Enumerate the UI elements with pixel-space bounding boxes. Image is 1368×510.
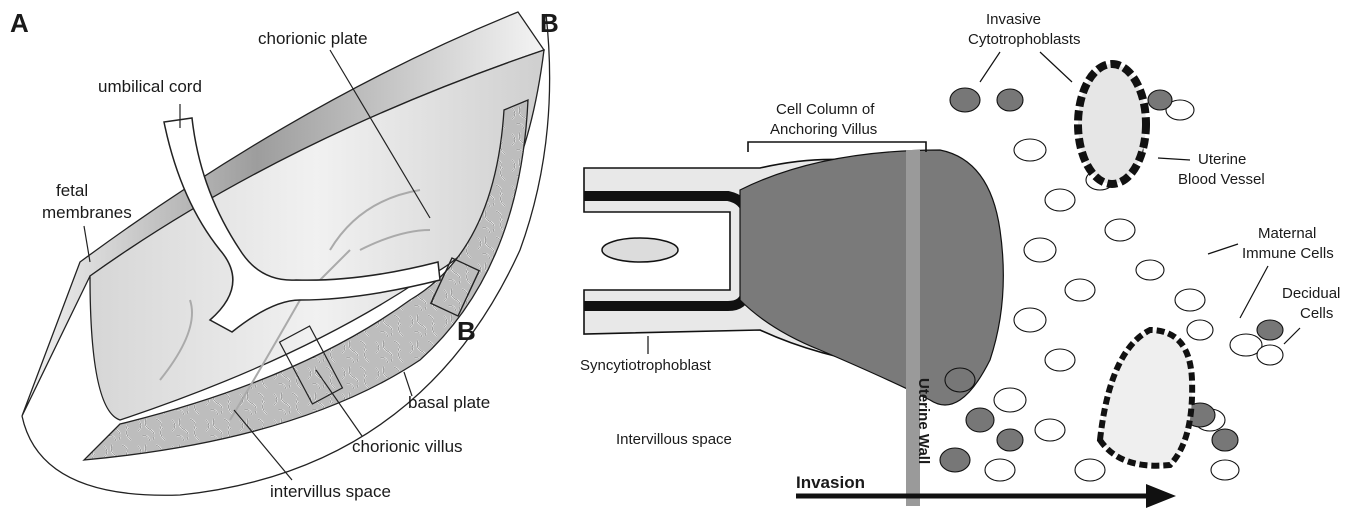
inset-b-letter: B — [457, 316, 476, 346]
label-uterine-wall: Uterine Wall — [915, 378, 932, 464]
label-decidual-1: Decidual — [1282, 285, 1340, 302]
fetal-capillary — [602, 238, 678, 262]
label-umbilical-cord: umbilical cord — [98, 77, 202, 96]
label-uterine-vessel-1: Uterine — [1198, 151, 1246, 168]
label-chorionic-plate: chorionic plate — [258, 29, 368, 48]
leader-decidual — [1284, 328, 1300, 344]
leader-invasive-a — [980, 52, 1000, 82]
panel-a-letter: A — [10, 8, 29, 38]
panel-b: B — [540, 8, 1340, 508]
label-intervillous-space: Intervillous space — [616, 431, 732, 448]
label-fetal-2: membranes — [42, 203, 132, 222]
label-maternal-2: Immune Cells — [1242, 245, 1334, 262]
invasion-arrowhead — [1146, 484, 1176, 508]
label-chorionic-villus: chorionic villus — [352, 437, 463, 456]
leader-maternal-2 — [1240, 266, 1268, 318]
label-syncytio: Syncytiotrophoblast — [580, 357, 712, 374]
label-intervillus-space: intervillus space — [270, 482, 391, 501]
label-maternal-1: Maternal — [1258, 225, 1316, 242]
uterine-blood-vessel — [1078, 64, 1146, 184]
label-cell-column-1: Cell Column of — [776, 101, 875, 118]
label-fetal-1: fetal — [56, 181, 88, 200]
leader-uterine-vessel — [1158, 158, 1190, 160]
leader-invasive-b — [1040, 52, 1072, 82]
label-cell-column-2: Anchoring Villus — [770, 121, 877, 138]
panel-a: A chorionic plate umbilical cord fetal m… — [10, 8, 550, 501]
label-invasive-1: Invasive — [986, 11, 1041, 28]
label-invasive-2: Cytotrophoblasts — [968, 31, 1081, 48]
label-decidual-2: Cells — [1300, 305, 1333, 322]
panel-b-letter: B — [540, 8, 559, 38]
label-basal-plate: basal plate — [408, 393, 490, 412]
leader-maternal — [1208, 244, 1238, 254]
label-invasion: Invasion — [796, 473, 865, 492]
cell-column-bracket — [748, 142, 926, 152]
label-uterine-vessel-2: Blood Vessel — [1178, 171, 1265, 188]
lower-vessel — [1100, 330, 1192, 466]
cell-column — [740, 150, 1003, 405]
